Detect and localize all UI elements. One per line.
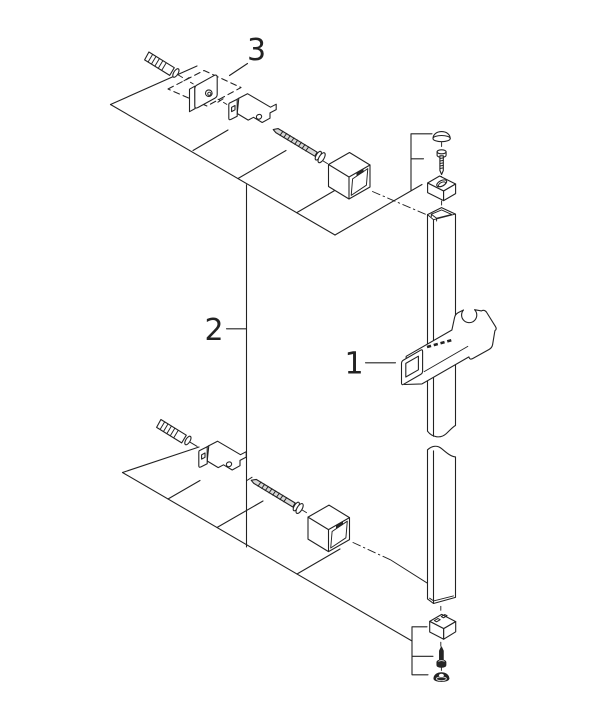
rail-upper-segment	[426, 207, 457, 438]
grouping-bracket-bottom	[411, 626, 434, 676]
callout-1-label: 1	[344, 347, 363, 382]
nut-block-top	[427, 175, 457, 202]
end-parts-bottom	[429, 605, 457, 683]
callout-2-label: 2	[204, 313, 223, 348]
fixing-screw-top	[272, 128, 328, 165]
wall-plug-top	[144, 51, 181, 79]
callout-1: 1	[344, 347, 397, 382]
end-screw-top	[436, 149, 447, 176]
assembly-axis-top	[177, 74, 428, 216]
cap-dome-bottom	[433, 672, 450, 683]
insert-block-bottom	[429, 613, 457, 640]
wall-plug-bottom	[156, 418, 193, 447]
end-screw-bottom	[436, 646, 447, 668]
wall-plane-bottom	[121, 446, 413, 642]
rail-lower-segment	[426, 445, 457, 605]
callout-3: 3	[228, 33, 266, 77]
escutcheon-plate	[188, 74, 218, 113]
shower-rail	[426, 207, 457, 605]
callout-3-leader	[228, 62, 249, 77]
fixing-screw-bottom	[250, 478, 306, 516]
grouping-bracket-top	[410, 133, 433, 191]
axis-cross-mark	[217, 98, 224, 103]
wall-plane-top	[109, 65, 423, 236]
axis-cross-mark	[246, 476, 253, 482]
handshower-holder	[400, 309, 497, 386]
mounting-bracket-bottom	[198, 440, 247, 471]
mounting-bracket-top	[228, 93, 277, 124]
callout-3-label: 3	[247, 33, 266, 68]
holder-body	[403, 309, 497, 386]
sliding-sleeve-bottom	[307, 504, 351, 553]
end-cap-top	[427, 131, 457, 207]
holder-rail-slot-hidden-edge	[426, 338, 455, 349]
callout-2: 2	[204, 313, 247, 348]
sliding-sleeve-top	[327, 151, 371, 200]
